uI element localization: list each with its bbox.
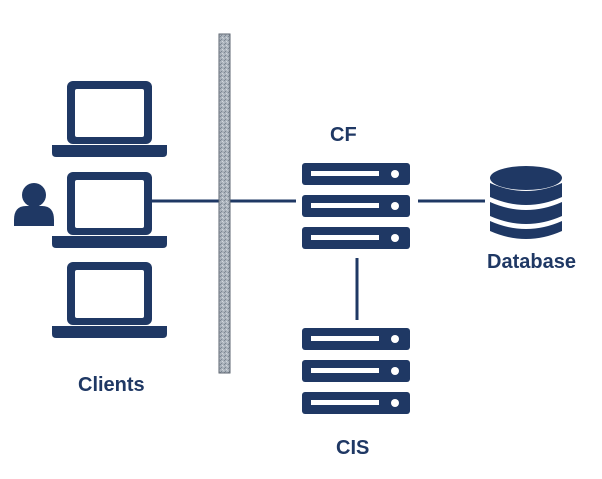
- laptop-icon: [52, 172, 167, 248]
- cf-label: CF: [330, 124, 357, 146]
- cis-label: CIS: [336, 437, 370, 459]
- database-label: Database: [487, 251, 576, 273]
- server-icon: [302, 163, 410, 249]
- user-icon: [14, 183, 54, 226]
- laptop-icon: [52, 262, 167, 338]
- server-icon: [302, 328, 410, 414]
- firewall-icon: [218, 33, 231, 374]
- clients-label: Clients: [78, 374, 145, 396]
- connector-lines: [152, 199, 485, 320]
- laptop-icon: [52, 81, 167, 157]
- database-icon: [490, 166, 562, 239]
